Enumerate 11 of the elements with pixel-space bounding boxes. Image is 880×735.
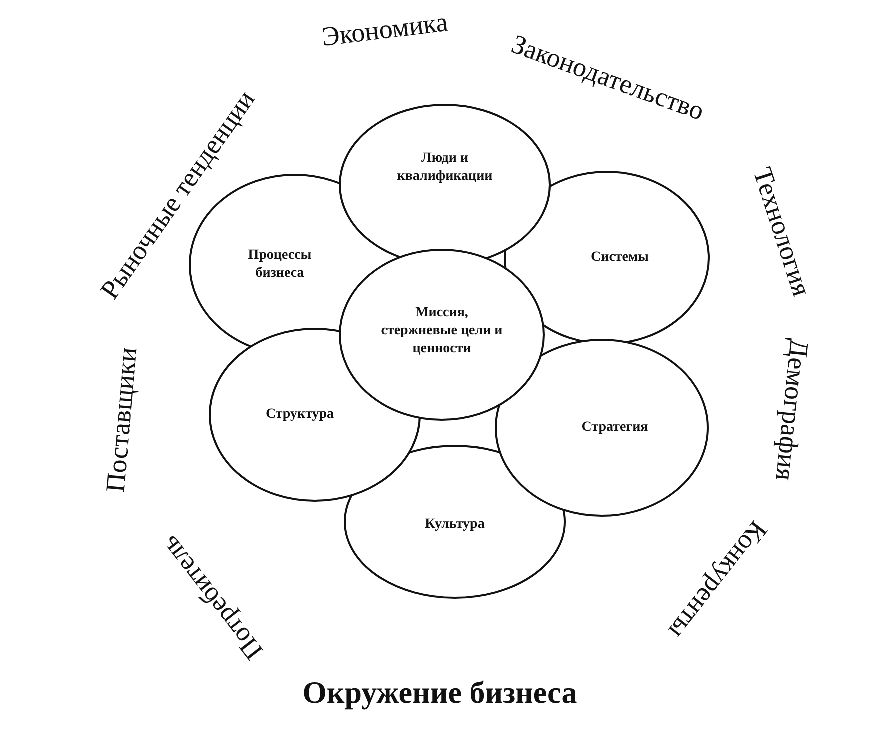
environment-label: Поставщики [100, 346, 144, 494]
node-label: Культура [425, 516, 485, 534]
node-label: Системы [591, 248, 649, 267]
environment-label: Демография [769, 338, 815, 482]
node-label: Стратегия [582, 418, 648, 437]
node-label: Миссия, стержневые цели и ценности [380, 304, 504, 360]
caption: Окружение бизнеса [302, 675, 578, 711]
node-label: Процессы бизнеса [247, 246, 313, 283]
node-label: Структура [266, 406, 334, 424]
node-label: Люди и квалификации [396, 150, 494, 186]
environment-label: Экономика [320, 6, 450, 54]
